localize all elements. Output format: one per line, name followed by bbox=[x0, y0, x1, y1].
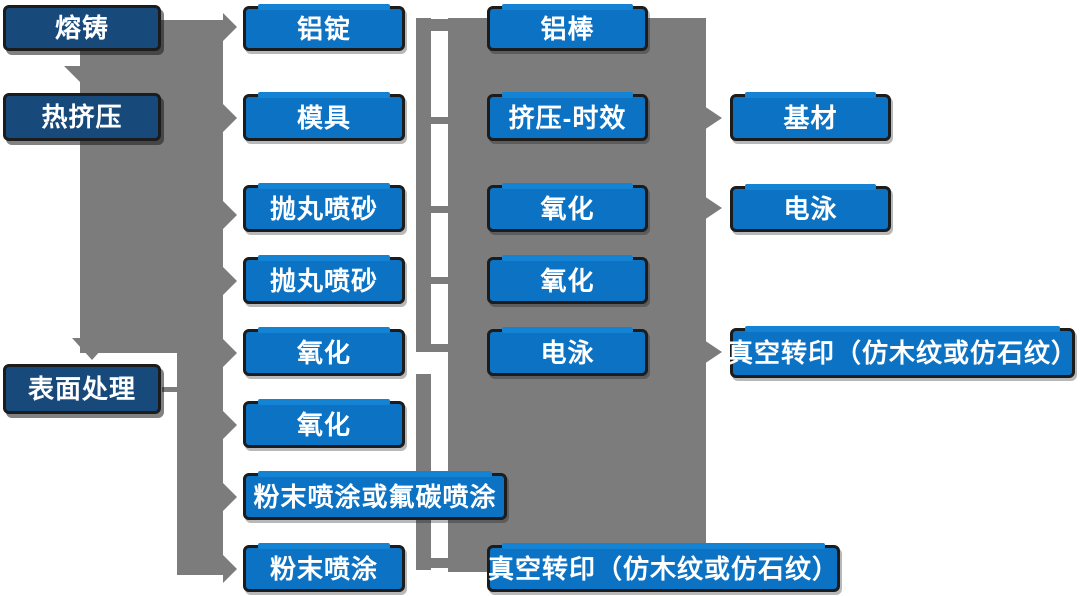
node-aluminum-rod: 铝棒 bbox=[487, 4, 648, 51]
node-base-material: 基材 bbox=[730, 92, 891, 141]
node-electrophoresis-a: 电泳 bbox=[487, 327, 648, 376]
node-vacuum-transfer-right: 真空转印（仿木纹或仿石纹） bbox=[727, 326, 1077, 378]
link-shotblast1-oxidation bbox=[431, 206, 448, 213]
link-powder-vacuum-transfer bbox=[431, 558, 448, 568]
arrow-down-to-hot-extrusion-icon bbox=[64, 66, 100, 84]
node-mold: 模具 bbox=[243, 92, 405, 141]
node-shot-blast-sandblast-1: 抛丸喷砂 bbox=[243, 183, 405, 232]
arrow-right-to-base-material-icon bbox=[704, 106, 722, 130]
flow-band-left bbox=[80, 20, 177, 353]
node-powder-coating: 粉末喷涂 bbox=[243, 543, 405, 592]
link-ingot-rod bbox=[431, 19, 448, 31]
arrow-down-to-surface-treatment-icon bbox=[72, 338, 112, 360]
arrow-right-to-shot-blast-2-icon bbox=[223, 267, 237, 295]
arrow-right-to-vacuum-transfer-icon bbox=[704, 340, 722, 364]
mid-strip-upper bbox=[416, 18, 431, 352]
node-hot-extrusion: 热挤压 bbox=[3, 93, 161, 141]
node-extrusion-aging: 挤压-时效 bbox=[487, 92, 648, 141]
arrow-right-to-mold-icon bbox=[223, 104, 237, 132]
flow-band-left-strip bbox=[177, 20, 223, 575]
surface-treatment-link bbox=[162, 387, 178, 392]
node-oxidation-b: 氧化 bbox=[243, 399, 405, 448]
node-shot-blast-sandblast-2: 抛丸喷砂 bbox=[243, 255, 405, 304]
arrow-right-to-powder-fluorocarbon-icon bbox=[223, 483, 237, 511]
node-powder-or-fluorocarbon: 粉末喷涂或氟碳喷涂 bbox=[243, 471, 507, 520]
node-melt-casting: 熔铸 bbox=[3, 5, 161, 51]
node-surface-treatment: 表面处理 bbox=[3, 364, 161, 414]
arrow-right-to-powder-coating-icon bbox=[223, 555, 237, 583]
arrow-right-to-oxidation-a-icon bbox=[223, 339, 237, 367]
node-vacuum-transfer-bottom: 真空转印（仿木纹或仿石纹） bbox=[487, 543, 840, 592]
link-shotblast2-oxidation bbox=[431, 277, 448, 284]
link-mold-extrusion bbox=[431, 117, 448, 124]
link-oxidation-electrophoresis bbox=[431, 344, 448, 352]
arrow-right-to-electrophoresis-icon bbox=[704, 196, 722, 220]
node-oxidation-a: 氧化 bbox=[243, 327, 405, 376]
node-oxidation-d: 氧化 bbox=[487, 255, 648, 304]
arrow-right-to-oxidation-b-icon bbox=[223, 411, 237, 439]
node-oxidation-c: 氧化 bbox=[487, 183, 648, 232]
arrow-right-to-shot-blast-1-icon bbox=[223, 201, 237, 229]
node-aluminum-ingot: 铝锭 bbox=[243, 4, 405, 51]
arrow-right-to-aluminum-ingot-icon bbox=[223, 13, 237, 41]
node-electrophoresis-b: 电泳 bbox=[730, 184, 891, 232]
